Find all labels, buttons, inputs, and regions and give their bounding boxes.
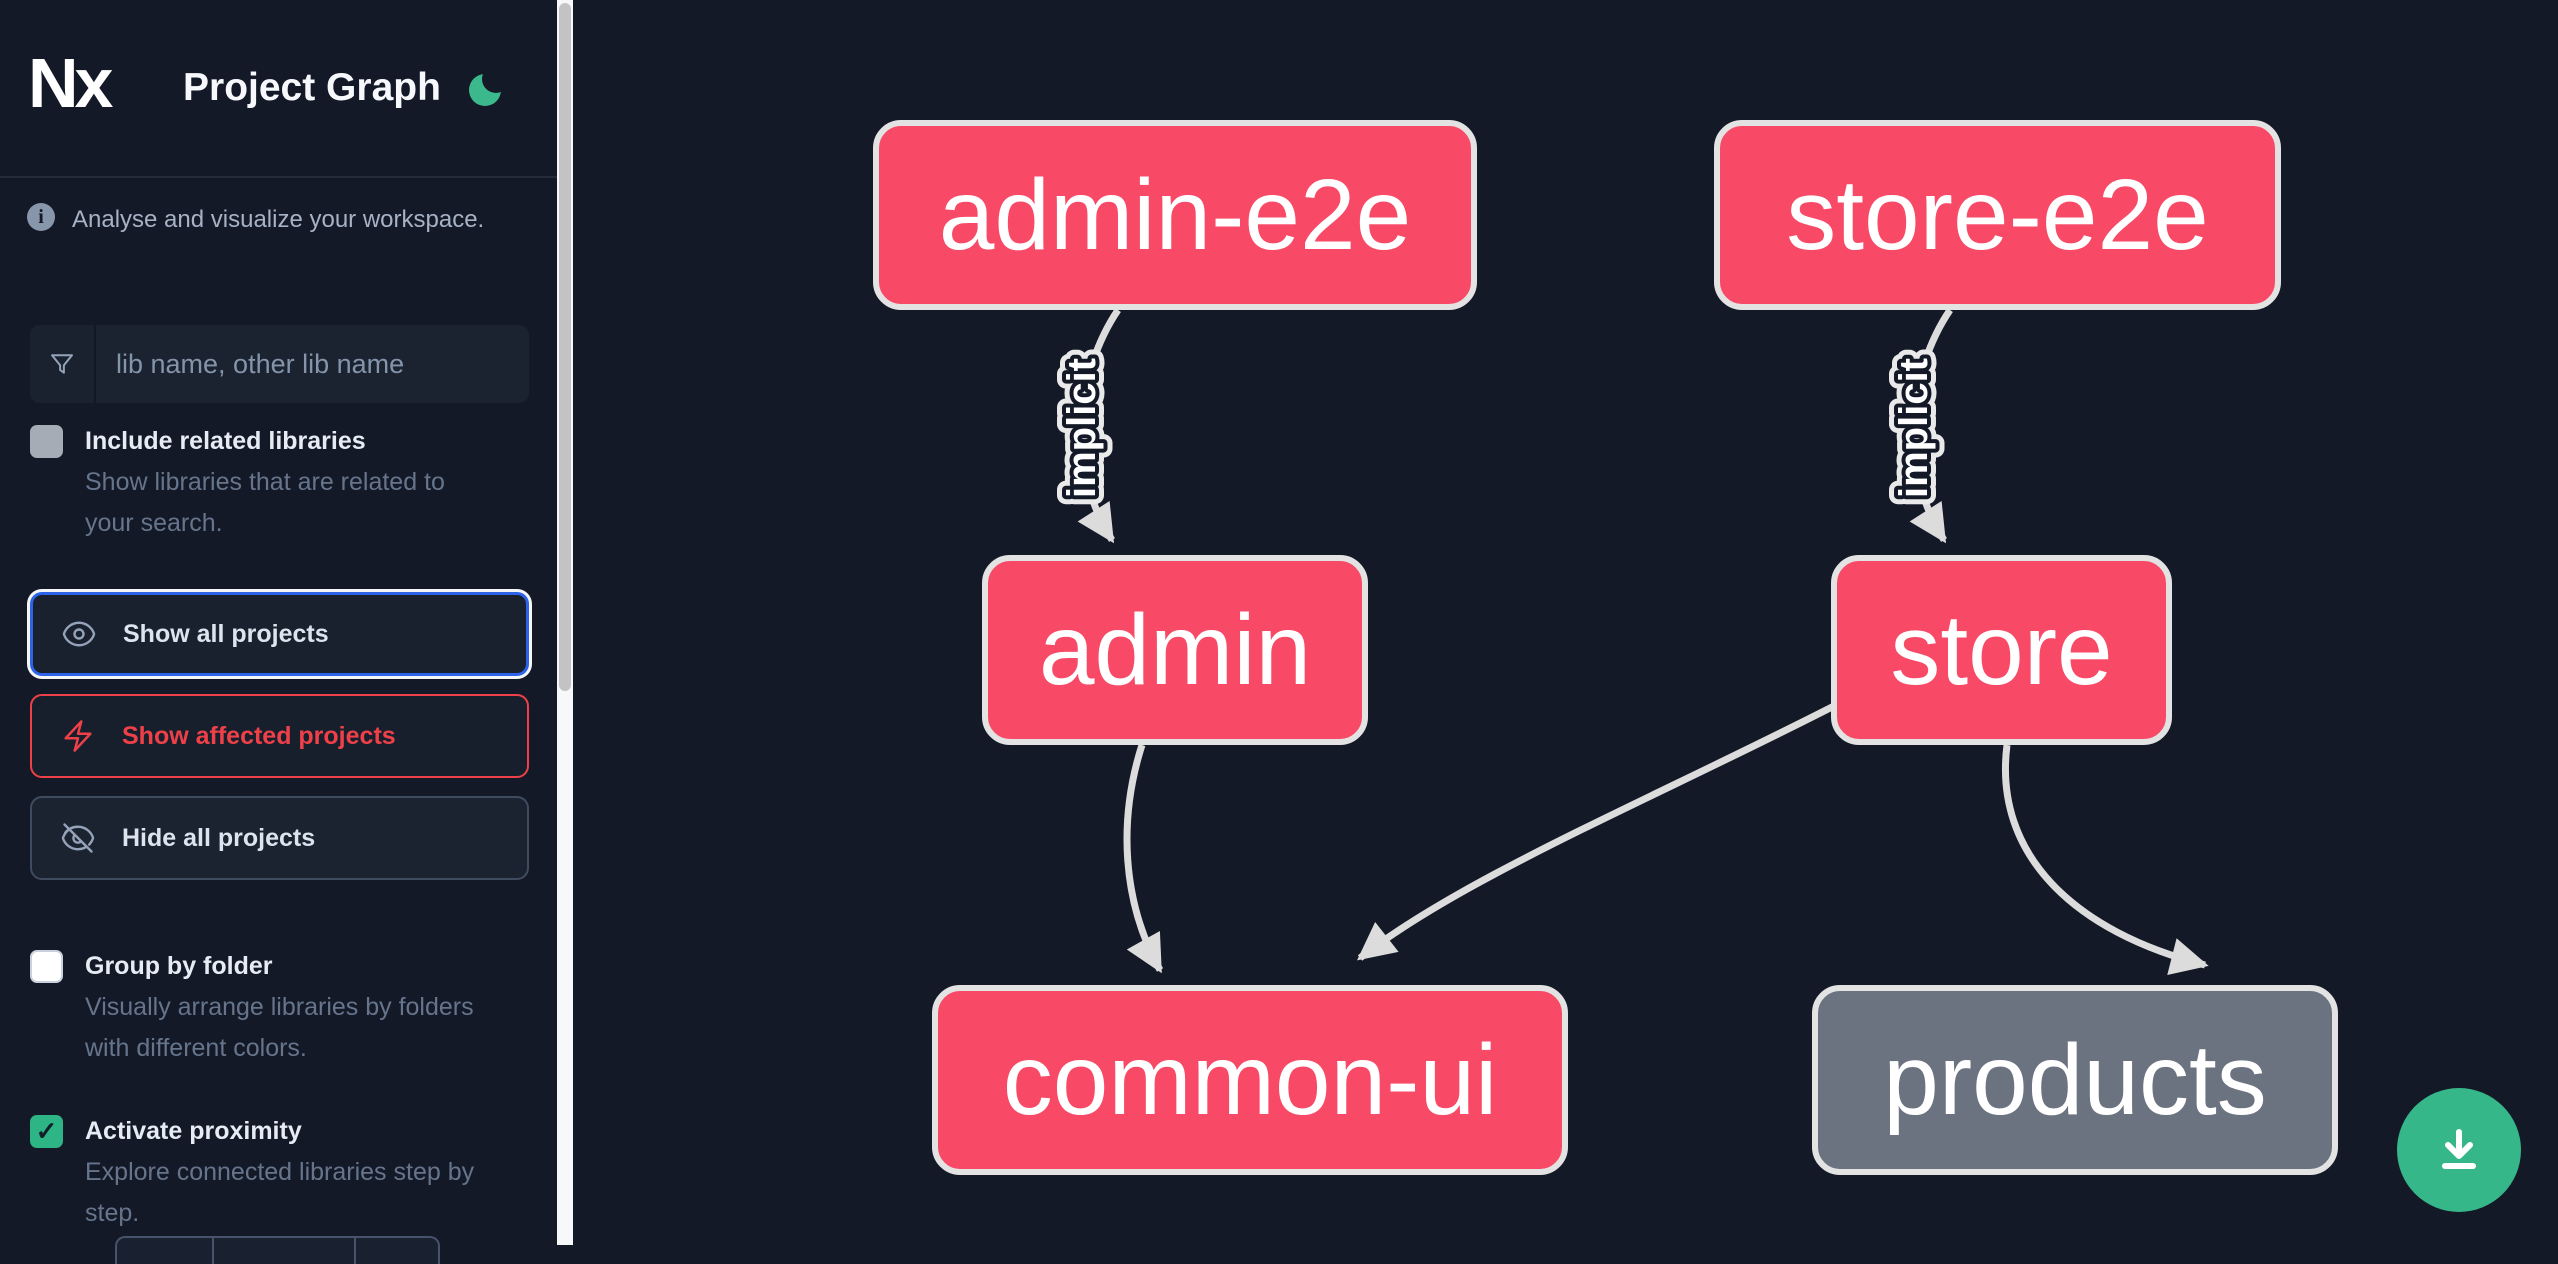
eye-icon [62, 621, 96, 647]
stepper-segment-decrement[interactable] [117, 1238, 212, 1264]
page-title: Project Graph [183, 66, 441, 109]
edge-label-implicit-2: implicit implicit [1883, 349, 1945, 507]
group-by-folder-row: Group by folder Visually arrange librari… [30, 947, 530, 1069]
header-divider [0, 176, 557, 178]
sidebar-scrollbar-thumb[interactable] [559, 3, 571, 691]
show-all-projects-label: Show all projects [123, 619, 329, 648]
activate-proximity-checkbox[interactable]: ✓ [30, 1115, 63, 1148]
project-node-admin[interactable]: admin [982, 555, 1368, 745]
eye-slash-icon [61, 823, 95, 853]
stepper-segment-increment[interactable] [354, 1238, 438, 1264]
group-by-folder-label: Group by folder [85, 952, 273, 980]
svg-text:implicit: implicit [1892, 358, 1936, 498]
edge-admin-to-common-ui[interactable] [1123, 743, 1164, 974]
hide-all-projects-label: Hide all projects [122, 823, 316, 852]
project-node-store-e2e[interactable]: store-e2e [1714, 120, 2281, 310]
svg-text:implicit: implicit [1892, 358, 1936, 498]
project-node-common-ui[interactable]: common-ui [932, 985, 1568, 1175]
edge-label-implicit-1: implicit implicit [1051, 349, 1113, 507]
info-icon: i [27, 203, 55, 231]
include-related-libraries-row: Include related libraries Show libraries… [30, 422, 530, 544]
nx-logo: Nx [28, 44, 114, 122]
include-related-description: Show libraries that are related to your … [85, 468, 445, 537]
activate-proximity-label: Activate proximity [85, 1117, 302, 1145]
activate-proximity-description: Explore connected libraries step by step… [85, 1158, 475, 1227]
include-related-label: Include related libraries [85, 427, 366, 455]
group-by-folder-description: Visually arrange libraries by folders wi… [85, 993, 474, 1062]
project-node-store[interactable]: store [1831, 555, 2172, 745]
show-affected-projects-label: Show affected projects [122, 721, 396, 750]
sidebar-scrollbar-track[interactable] [557, 0, 573, 1245]
search-box [30, 325, 529, 403]
proximity-stepper-control[interactable] [115, 1236, 440, 1264]
project-node-products[interactable]: products [1812, 985, 2338, 1175]
sidebar: Nx Project Graph i Analyse and visualize… [0, 0, 557, 1264]
dark-mode-moon-icon[interactable] [466, 66, 510, 110]
download-icon [2442, 1129, 2476, 1169]
download-graph-button[interactable] [2397, 1088, 2521, 1212]
edge-store-e2e-to-store[interactable] [1909, 308, 1953, 544]
tagline-text: Analyse and visualize your workspace. [72, 206, 485, 233]
bolt-icon [64, 720, 92, 752]
stepper-segment-value [212, 1238, 354, 1264]
svg-text:implicit: implicit [1060, 358, 1104, 498]
edge-store-to-products[interactable] [2002, 744, 2209, 975]
edge-store-to-common-ui[interactable] [1357, 702, 1836, 961]
edge-admin-e2e-to-admin[interactable] [1077, 308, 1121, 544]
svg-text:implicit: implicit [1060, 358, 1104, 498]
group-by-folder-checkbox[interactable] [30, 950, 63, 983]
filter-funnel-icon [30, 325, 96, 403]
search-input[interactable] [96, 325, 529, 403]
include-related-checkbox[interactable] [30, 425, 63, 458]
hide-all-projects-button[interactable]: Hide all projects [30, 796, 529, 880]
show-affected-projects-button[interactable]: Show affected projects [30, 694, 529, 778]
activate-proximity-row: ✓ Activate proximity Explore connected l… [30, 1112, 530, 1234]
project-node-admin-e2e[interactable]: admin-e2e [873, 120, 1477, 310]
show-all-projects-button[interactable]: Show all projects [30, 592, 529, 676]
